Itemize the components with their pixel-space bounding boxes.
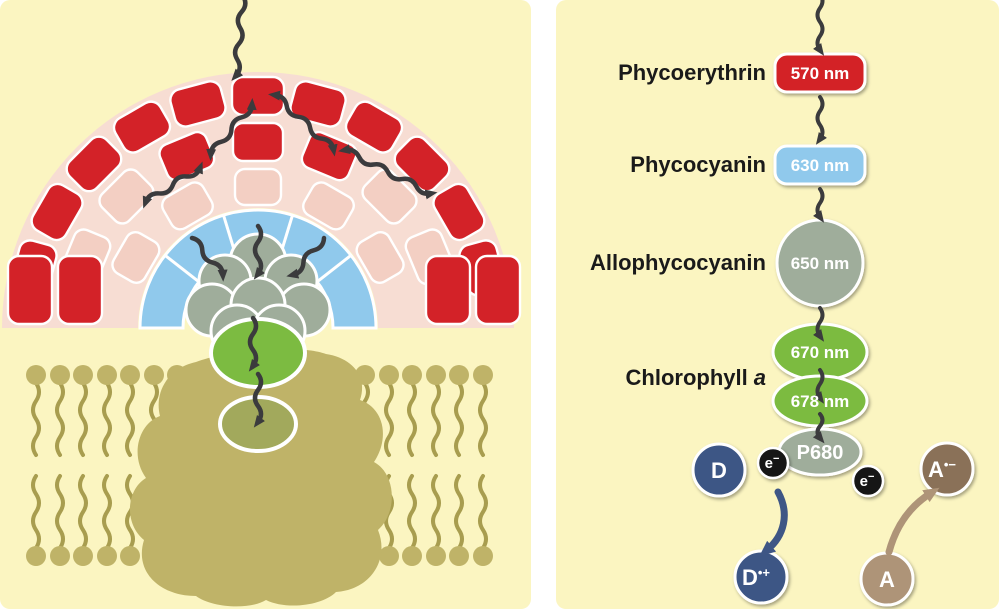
acceptor-reduced-circle bbox=[919, 441, 975, 497]
squiggle-arrow bbox=[815, 95, 827, 145]
electron-right-circle bbox=[851, 464, 885, 498]
value-650-text: 650 nm bbox=[791, 254, 850, 273]
squiggle-arrow bbox=[252, 223, 265, 280]
donor-oxidized-text: D•+ bbox=[742, 565, 770, 590]
energy-transfer-arrows bbox=[142, 0, 438, 428]
donor-text: D bbox=[711, 458, 727, 483]
phycocyanin-label: Phycocyanin bbox=[630, 152, 766, 177]
value-570-text: 570 nm bbox=[791, 64, 850, 83]
acceptor-reduced-text: A•− bbox=[928, 457, 956, 482]
squiggle-arrow bbox=[189, 235, 228, 282]
phycobilisome-structure-drawing bbox=[2, 0, 522, 607]
squiggle-arrow bbox=[268, 90, 338, 157]
core-to-chlorophyll-arrow bbox=[247, 315, 260, 372]
squiggle-arrow bbox=[812, 412, 825, 444]
cascade-text-layer: Phycoerythrin Phycocyanin Allophycocyani… bbox=[590, 60, 956, 592]
photon-entry-arrow bbox=[231, 0, 248, 81]
squiggle-arrow bbox=[813, 368, 825, 404]
electron-left-circle bbox=[756, 446, 790, 480]
value-630-text: 630 nm bbox=[791, 156, 850, 175]
squiggle-arrow bbox=[813, 187, 825, 223]
p680-text: P680 bbox=[797, 442, 844, 464]
donor-electron-arrow bbox=[759, 488, 788, 557]
chlorophyll-to-reaction-center-arrow bbox=[252, 371, 265, 428]
cascade-arrows bbox=[812, 0, 827, 444]
phycocyanin-node bbox=[773, 144, 867, 186]
photon-entry-arrow bbox=[813, 0, 825, 56]
squiggle-arrow bbox=[338, 144, 438, 200]
allophycocyanin-label: Allophycocyanin bbox=[590, 250, 766, 275]
electron-left-text: e− bbox=[765, 453, 780, 472]
acceptor-electron-arrow bbox=[885, 487, 940, 556]
phycoerythrin-label: Phycoerythrin bbox=[618, 60, 766, 85]
value-678-text: 678 nm bbox=[791, 392, 850, 411]
energy-cascade-drawing: Phycoerythrin Phycocyanin Allophycocyani… bbox=[590, 0, 975, 607]
squiggle-arrow bbox=[206, 98, 257, 162]
energy-cascade-panel: Phycoerythrin Phycocyanin Allophycocyani… bbox=[556, 0, 999, 609]
electron-transfer-nodes bbox=[691, 441, 975, 607]
donor-circle bbox=[691, 442, 747, 498]
electron-right-text: e− bbox=[860, 471, 875, 490]
acceptor-text: A bbox=[879, 567, 895, 592]
squiggle-arrow bbox=[813, 306, 825, 342]
photosystem-protein-blob bbox=[129, 348, 392, 607]
squiggle-arrow bbox=[286, 235, 327, 279]
phycobilisome-structure-panel bbox=[0, 0, 531, 609]
value-670-text: 670 nm bbox=[791, 343, 850, 362]
squiggle-arrow bbox=[142, 161, 203, 209]
